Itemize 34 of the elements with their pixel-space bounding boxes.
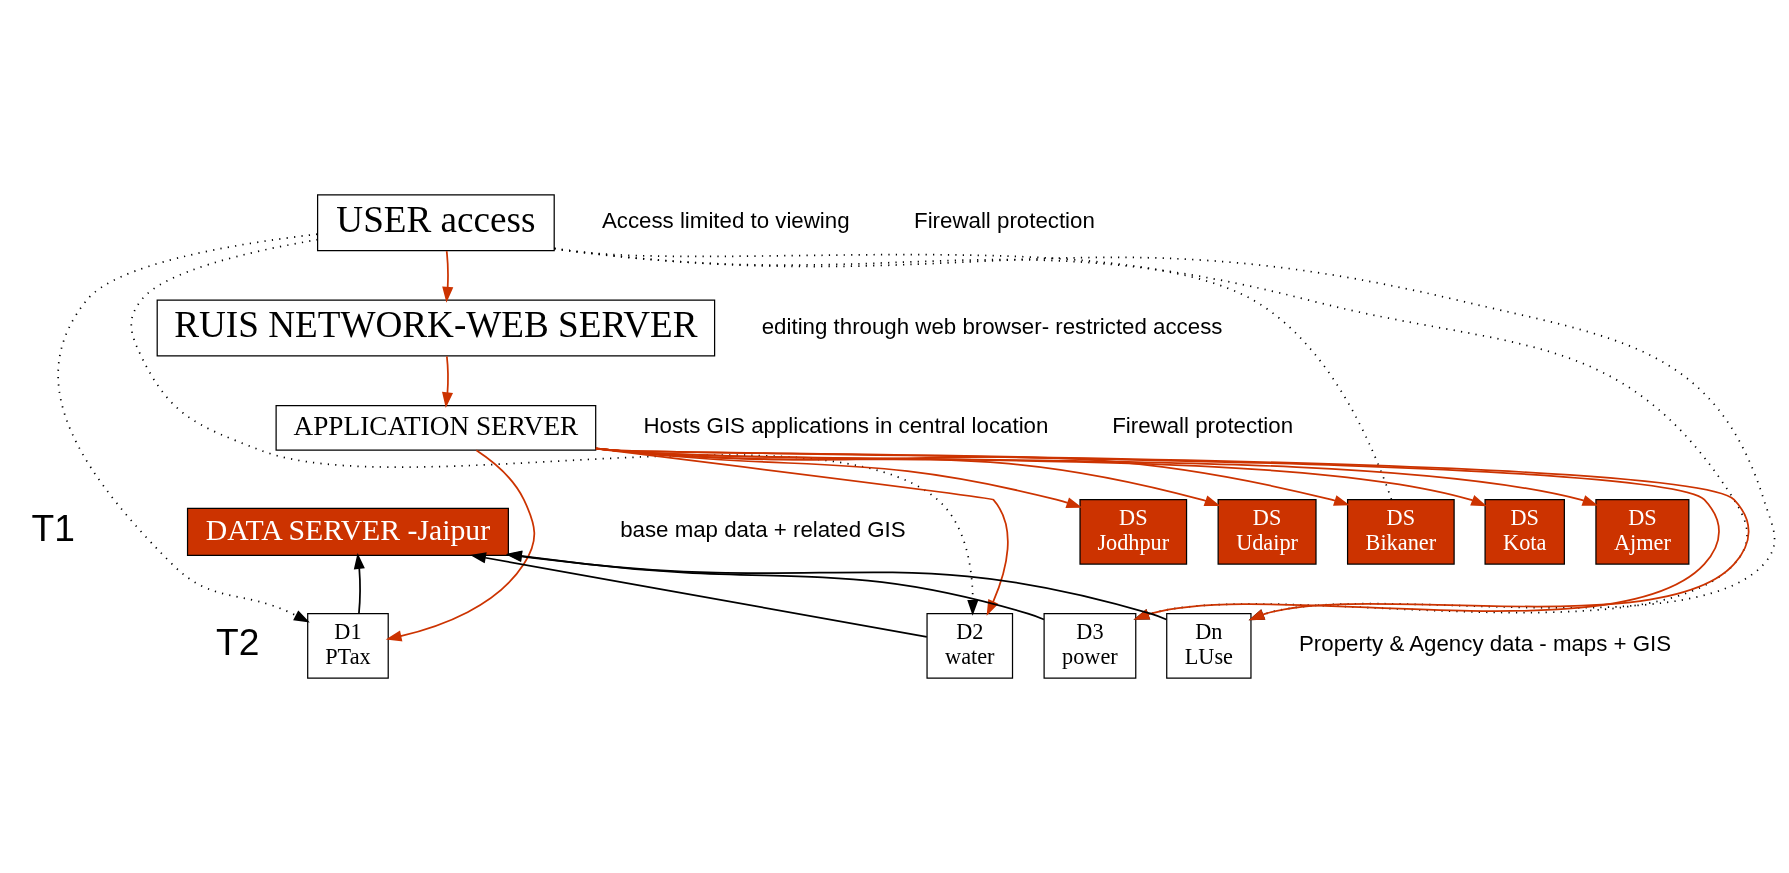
arrow — [470, 552, 928, 638]
label: base map data + related GIS — [620, 517, 906, 543]
node-box: Dn LUse — [1166, 613, 1252, 679]
arrow — [385, 449, 536, 642]
node-box: D2 water — [926, 613, 1014, 679]
label: Property & Agency data - maps + GIS — [1299, 631, 1672, 657]
arrow — [57, 233, 319, 623]
arrow — [595, 447, 1221, 507]
label: Access limited to viewing — [601, 208, 850, 234]
arrow — [595, 447, 1083, 508]
node-box: DATA SERVER -Jaipur — [186, 507, 509, 557]
node-box: DS Udaipr — [1217, 499, 1317, 565]
node-box: DS Bikaner — [1346, 499, 1455, 565]
node-box: DS Ajmer — [1595, 499, 1690, 565]
node-box: RUIS NETWORK-WEB SERVER — [156, 299, 716, 357]
label: T1 — [31, 507, 75, 550]
arrow — [506, 550, 1045, 621]
arrow — [442, 250, 454, 303]
label: Firewall protection — [1112, 413, 1294, 439]
arrow — [595, 447, 1350, 506]
label: editing through web browser- restricted access — [761, 313, 1223, 339]
arrow — [506, 550, 1168, 621]
label: T2 — [216, 621, 260, 664]
node-box: APPLICATION SERVER — [275, 404, 597, 451]
node-box: DS Jodhpur — [1079, 499, 1188, 565]
node-box: USER access — [317, 194, 555, 252]
node-box: DS Kota — [1484, 499, 1565, 565]
arrow — [442, 355, 454, 409]
arrow — [130, 238, 979, 616]
node-box: D3 power — [1043, 613, 1137, 679]
arrow — [353, 553, 365, 615]
node-box: D1 PTax — [307, 613, 389, 679]
label: Hosts GIS applications in central location — [643, 413, 1049, 439]
label: Firewall protection — [914, 208, 1095, 234]
